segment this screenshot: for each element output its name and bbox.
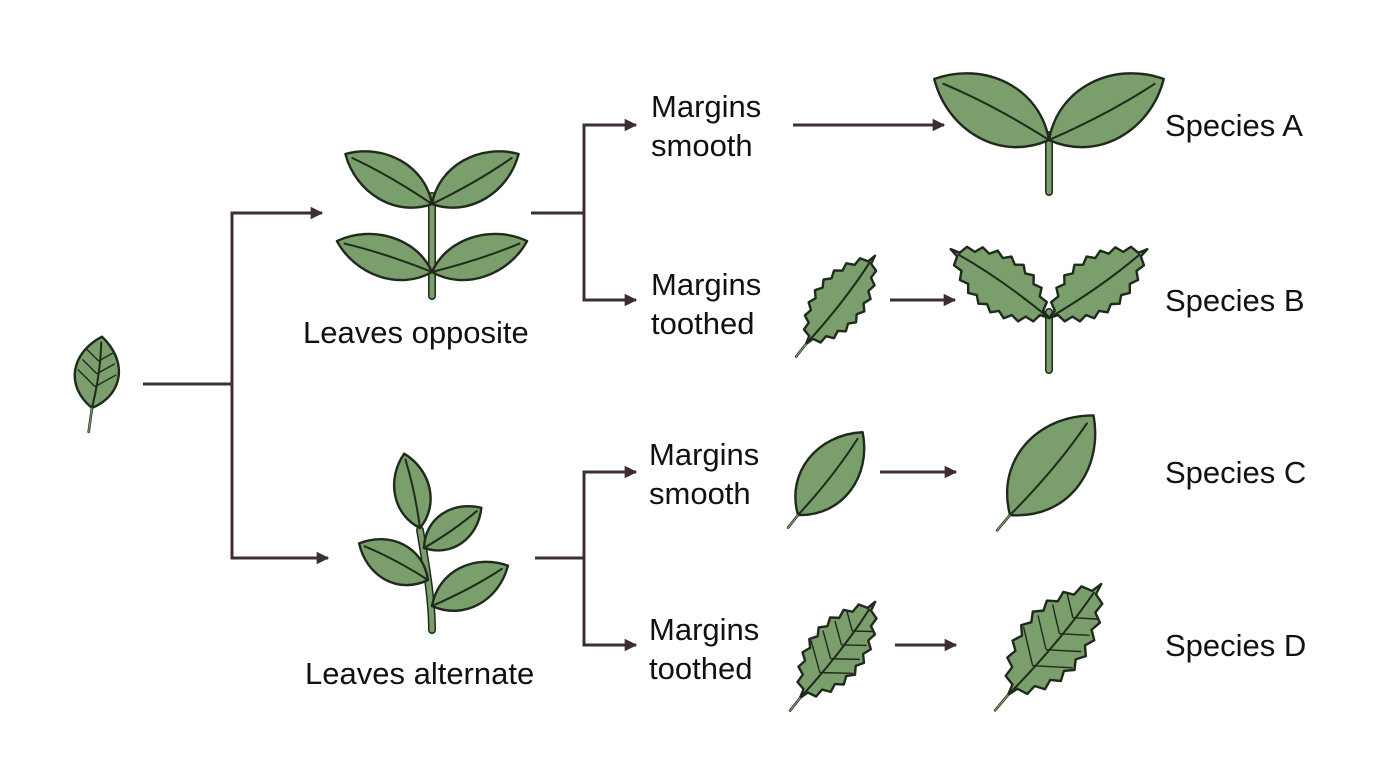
label-opposite-margins-toothed: Margins toothed <box>651 265 761 343</box>
toothed-leaf-icon <box>993 582 1104 712</box>
label-line-1: Margins <box>649 437 760 472</box>
smooth-leaf-icon <box>786 431 866 529</box>
leaf-icons <box>73 72 1165 712</box>
toothed-leaf-icon <box>794 254 878 358</box>
arrow-opposite-to-toothed <box>582 213 638 307</box>
label-alternate-margins-smooth: Margins smooth <box>649 435 759 513</box>
arrow-root-to-opposite <box>143 206 324 386</box>
arrow-opposite-to-smooth <box>531 118 638 215</box>
label-species-d: Species D <box>1165 628 1307 663</box>
label-line-1: Margins <box>651 267 762 302</box>
label-line-1: Margins <box>649 612 760 647</box>
label-alternate-margins-toothed: Margins toothed <box>649 610 759 688</box>
label-species-c: Species C <box>1165 455 1307 490</box>
opposite-leaves-sprig-icon <box>335 150 529 300</box>
label-line-2: toothed <box>651 306 755 341</box>
label-line-2: smooth <box>651 128 753 163</box>
label-leaves-alternate: Leaves alternate <box>305 656 535 691</box>
arrow-alternate-to-toothed <box>582 558 638 652</box>
label-line-1: Margins <box>651 89 762 124</box>
arrow-alternate-to-smooth <box>535 465 638 560</box>
smooth-leaf-icon <box>995 414 1097 532</box>
toothed-leaf-icon <box>788 600 878 712</box>
arrow-root-to-alternate <box>230 384 330 565</box>
leaf-icon <box>73 335 121 434</box>
label-line-2: toothed <box>649 651 753 686</box>
alternate-leaves-sprig-icon <box>357 452 510 634</box>
label-line-2: smooth <box>649 476 751 511</box>
label-species-b: Species B <box>1165 283 1305 318</box>
connectors <box>143 118 958 652</box>
label-leaves-opposite: Leaves opposite <box>303 315 529 350</box>
label-species-a: Species A <box>1165 108 1303 143</box>
toothed-leaf-pair-icon <box>949 245 1149 374</box>
smooth-leaf-pair-icon <box>933 72 1165 196</box>
label-opposite-margins-smooth: Margins smooth <box>651 87 761 165</box>
